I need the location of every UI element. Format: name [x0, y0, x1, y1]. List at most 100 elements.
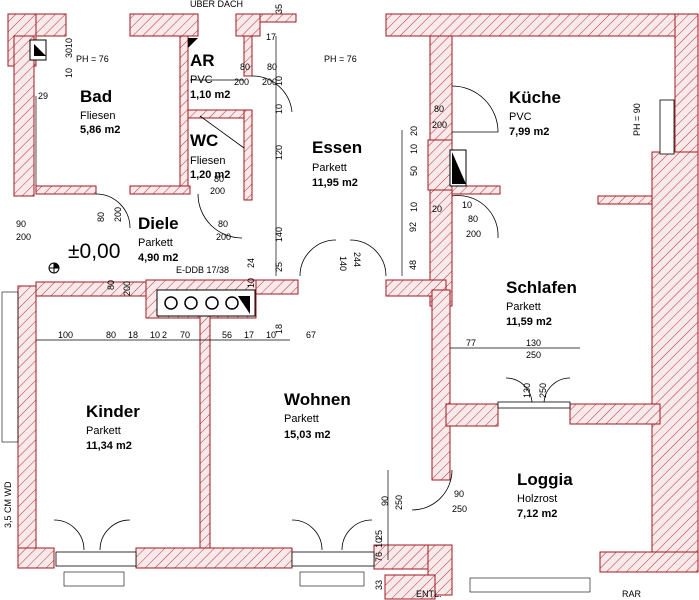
dim-text: 18 — [128, 330, 138, 340]
inner-walls — [35, 35, 661, 549]
room-name: Kinder — [86, 402, 140, 421]
room-name: AR — [190, 51, 215, 70]
room-material: Holzrost — [517, 493, 557, 505]
dim-text: 80 — [214, 174, 224, 184]
room-material: Parkett — [284, 413, 319, 425]
dim-text: 244 — [352, 252, 362, 267]
room-area: 11,34 m2 — [86, 440, 132, 452]
dim-text: 80 — [468, 214, 478, 224]
room-area: 7,12 m2 — [517, 508, 557, 520]
dim-text: 17 — [244, 330, 254, 340]
room-material: Parkett — [86, 425, 121, 437]
dim-text: 80 — [106, 280, 116, 290]
level-symbol — [48, 262, 60, 274]
dim-text: 18 — [274, 324, 284, 334]
room-name: Essen — [312, 138, 362, 157]
dim-text: 24 — [246, 258, 256, 268]
room-wohnen: Wohnen Parkett 15,03 m2 — [284, 390, 351, 441]
dim-text: 10 — [64, 68, 74, 78]
room-schlafen: Schlafen Parkett 11,59 m2 — [506, 278, 577, 328]
dim-text: 130 — [522, 383, 532, 398]
room-material: Parkett — [312, 162, 347, 174]
room-kueche: Küche PVC 7,99 m2 — [509, 88, 561, 138]
room-area: 1,20 m2 — [190, 169, 230, 181]
dim-text: 200 — [113, 207, 123, 222]
room-wc: WC Fliesen 1,20 m2 — [190, 131, 230, 181]
label-ph-kueche: PH = 90 — [632, 103, 642, 136]
label-ph-essen: PH = 76 — [324, 54, 357, 64]
dim-text: 10 — [266, 330, 276, 340]
dim-text: 80 — [240, 62, 250, 72]
room-name: Diele — [138, 214, 179, 233]
dim-text: 29 — [38, 91, 48, 101]
dim-text: 33 — [374, 580, 384, 590]
room-diele: Diele Parkett 4,90 m2 — [138, 214, 179, 264]
dimension-lines — [35, 36, 580, 560]
room-name: WC — [190, 131, 218, 150]
dim-text: 80 — [218, 219, 228, 229]
dim-text: 80 — [267, 62, 277, 72]
room-name: Bad — [80, 87, 112, 106]
room-ar: AR PVC 1,10 m2 — [190, 51, 230, 101]
label-rar: RAR — [622, 589, 642, 599]
room-area: 15,03 m2 — [284, 429, 330, 441]
room-area: 11,95 m2 — [312, 177, 358, 189]
dim-text: 200 — [16, 232, 31, 242]
dim-text: 10 — [274, 104, 284, 114]
level-value: ±0,00 — [68, 240, 120, 263]
dim-text: 80 — [434, 104, 444, 114]
dim-text: 100 — [58, 330, 73, 340]
room-name: Wohnen — [284, 390, 351, 409]
room-area: 5,86 m2 — [80, 124, 120, 136]
dim-text: 20 — [409, 126, 419, 136]
windows — [1, 99, 675, 593]
room-area: 4,90 m2 — [138, 252, 178, 264]
dim-text: 200 — [216, 232, 231, 242]
room-material: Fliesen — [190, 155, 225, 167]
room-area: 11,59 m2 — [506, 316, 552, 328]
dim-text: 90 — [454, 489, 464, 499]
room-material: Parkett — [506, 301, 541, 313]
label-ueber-dach: ÜBER DACH — [190, 0, 243, 9]
dim-text: 250 — [526, 350, 541, 360]
room-area: 1,10 m2 — [190, 89, 230, 101]
dim-text: 200 — [262, 77, 277, 87]
dim-text: 70 — [180, 330, 190, 340]
dim-text: 80 — [106, 330, 116, 340]
dim-text: 92 — [408, 222, 418, 232]
dim-text: 25 — [374, 530, 384, 540]
dim-text: 10 — [150, 330, 160, 340]
label-entl: ENTL. — [416, 589, 442, 599]
room-name: Loggia — [517, 470, 573, 489]
dim-text: 200 — [432, 120, 447, 130]
dim-text: 90 — [380, 496, 390, 506]
room-area: 7,99 m2 — [509, 126, 549, 138]
dim-text: 10 — [409, 144, 419, 154]
dim-text: 2 — [162, 330, 167, 340]
door-swings — [53, 75, 571, 551]
dim-text: 90 — [16, 219, 26, 229]
dim-text: 76 — [374, 552, 384, 562]
dim-text: 67 — [306, 330, 316, 340]
outer-walls — [7, 13, 699, 600]
dim-text: 48 — [408, 260, 418, 270]
shafts — [29, 38, 467, 317]
label-e-ddb: E-DDB 17/38 — [176, 265, 229, 275]
dim-text: 250 — [452, 504, 467, 514]
room-material: PVC — [190, 74, 213, 86]
dim-text: 10 — [246, 278, 256, 288]
dim-text: 25 — [274, 262, 284, 272]
dim-text: 80 — [96, 212, 106, 222]
room-name: Schlafen — [506, 278, 577, 297]
dim-text: 56 — [222, 330, 232, 340]
dim-text: 10 — [274, 76, 284, 86]
dim-text: 200 — [122, 281, 132, 296]
dim-text: 200 — [234, 77, 249, 87]
room-essen: Essen Parkett 11,95 m2 — [312, 138, 362, 189]
room-name: Küche — [509, 88, 561, 107]
dim-text: 17 — [266, 32, 276, 42]
dim-text: 140 — [338, 256, 348, 271]
room-kinder: Kinder Parkett 11,34 m2 — [86, 402, 140, 452]
dim-text: 20 — [432, 204, 442, 214]
